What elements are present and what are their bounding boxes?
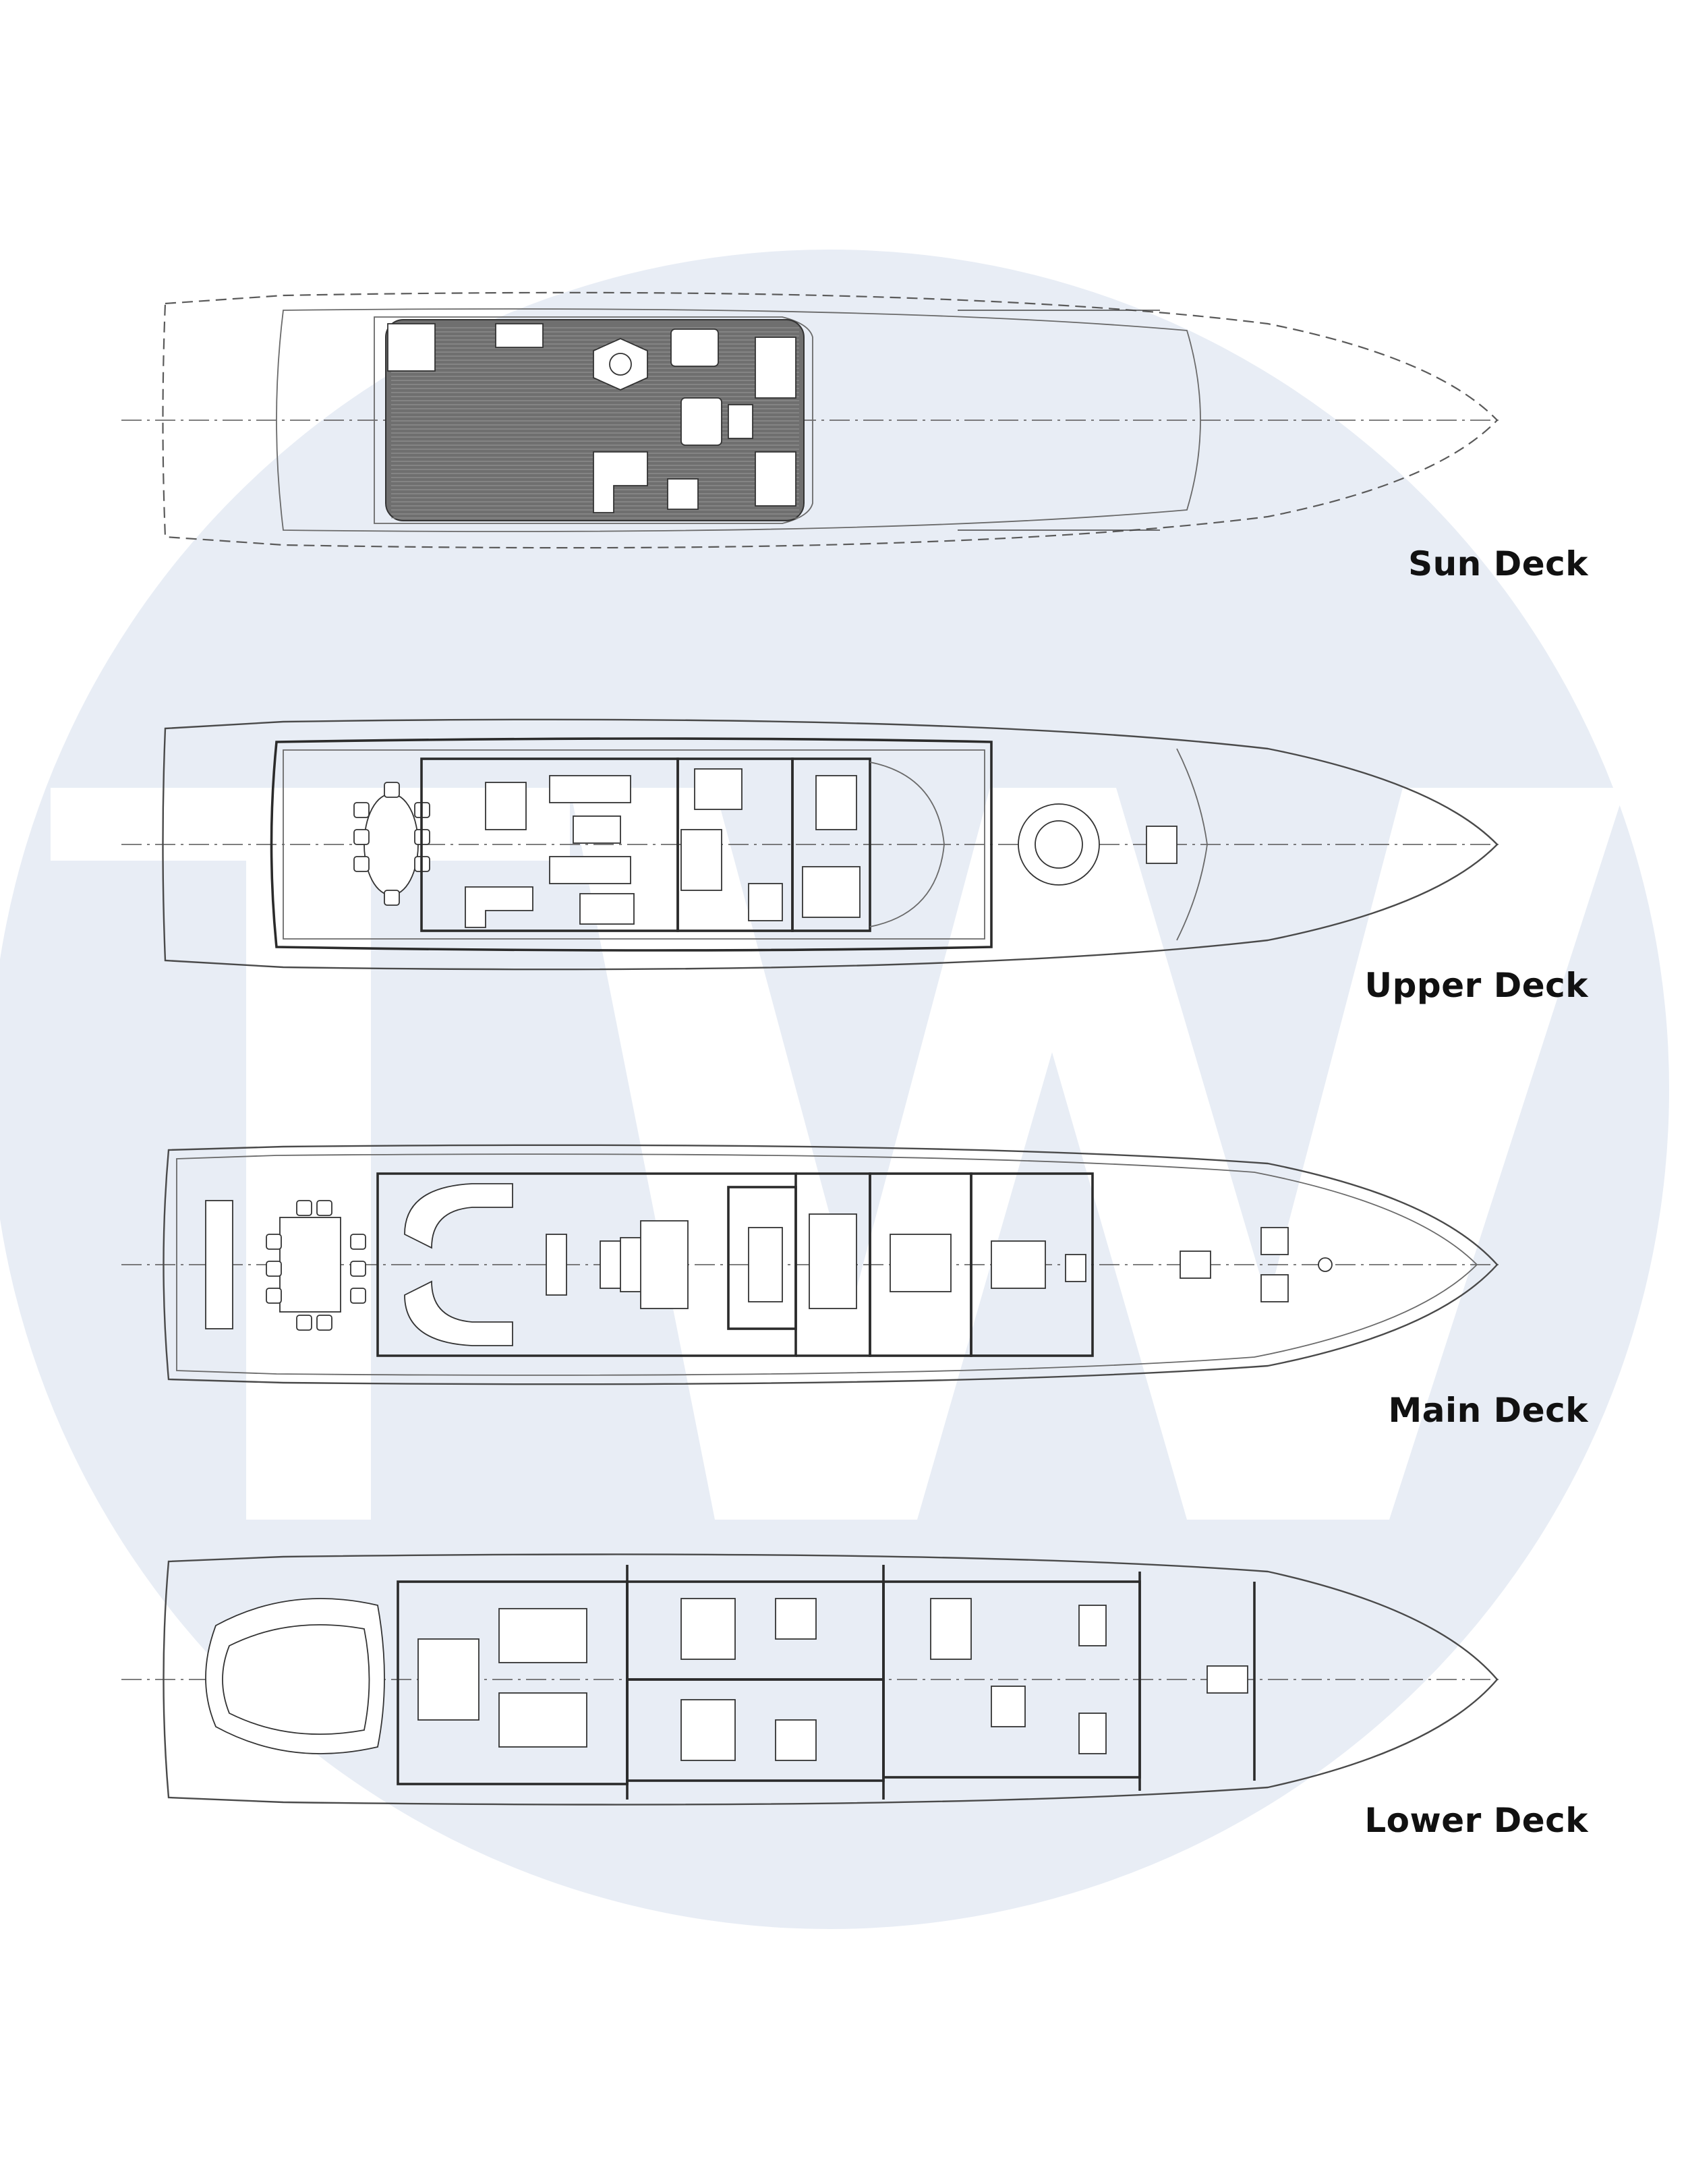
lower-deck-plan — [121, 1553, 1504, 1806]
lower-deck-label: Lower Deck — [1364, 1801, 1588, 1840]
chair-symbol — [296, 1200, 312, 1216]
chair-symbol — [266, 1288, 282, 1304]
chair-symbol — [350, 1288, 366, 1304]
upper-deck-section: Upper Deck — [0, 695, 1686, 1032]
sun-deck-section: Sun Deck — [0, 263, 1686, 614]
main-deck-section: Main Deck — [0, 1133, 1686, 1450]
main-deck-label: Main Deck — [1388, 1391, 1588, 1430]
chair-symbol — [296, 1315, 312, 1331]
main-deck-plan — [121, 1144, 1504, 1385]
chair-symbol — [353, 856, 370, 872]
chair-symbol — [384, 890, 400, 906]
chair-symbol — [316, 1315, 332, 1331]
watermark-letter-t — [51, 788, 570, 1520]
chair-symbol — [266, 1261, 282, 1277]
upper-deck-label: Upper Deck — [1364, 966, 1588, 1005]
chair-symbol — [353, 802, 370, 818]
chair-symbol — [350, 1261, 366, 1277]
chair-symbol — [266, 1234, 282, 1250]
sun-deck-plan — [121, 291, 1504, 549]
sun-deck-label: Sun Deck — [1408, 544, 1588, 583]
upper-deck-plan — [121, 718, 1504, 971]
chair-symbol — [316, 1200, 332, 1216]
chair-symbol — [353, 829, 370, 845]
chair-symbol — [384, 782, 400, 798]
chair-symbol — [350, 1234, 366, 1250]
lower-deck-section: Lower Deck — [0, 1545, 1686, 1875]
